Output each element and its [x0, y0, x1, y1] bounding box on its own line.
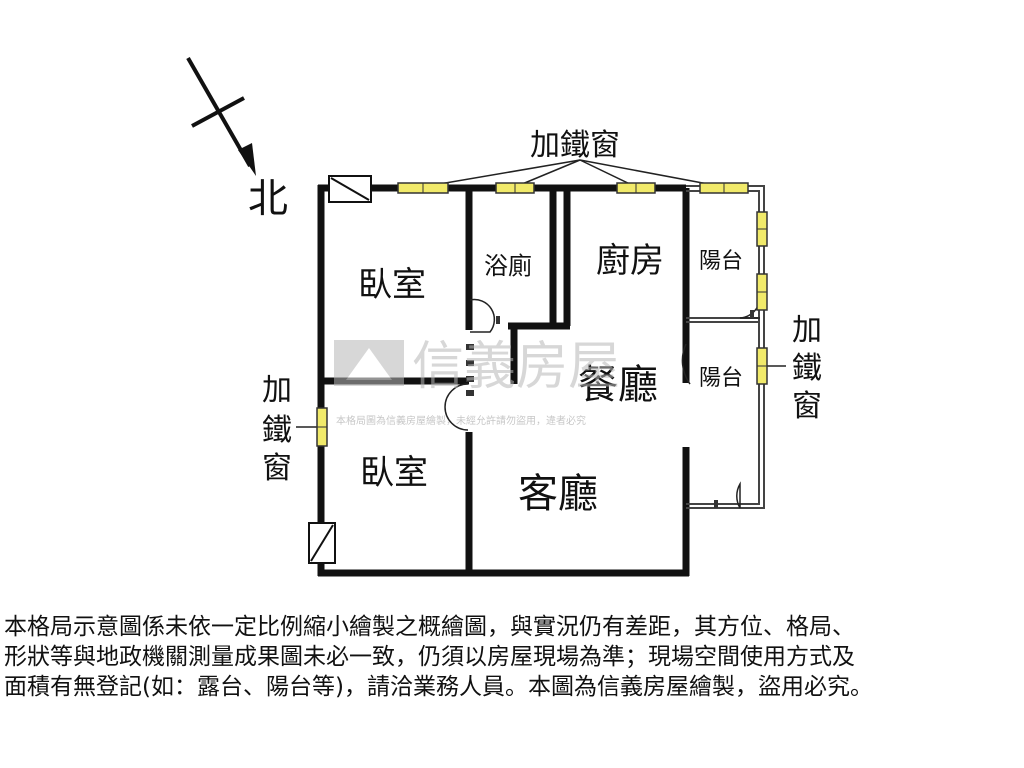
room-dining: 餐廳: [578, 362, 658, 408]
north-label: 北: [248, 176, 288, 222]
room-kitchen: 廚房: [596, 241, 664, 281]
watermark: 信義房屋 本格局圖為信義房屋繪製，未經允許請勿盜用，違者必究: [334, 337, 620, 427]
svg-text:窗: 窗: [792, 389, 822, 424]
watermark-logo-text: 信義房屋: [412, 337, 620, 397]
room-balcony-bottom: 陽台: [699, 366, 743, 391]
disclaimer-line-1: 本格局示意圖係未依一定比例縮小繪製之概繪圖，與實況仍有差距，其方位、格局、: [4, 614, 855, 640]
svg-text:窗: 窗: [262, 451, 292, 486]
door-swings: [444, 291, 762, 509]
north-arrow-icon: [186, 57, 256, 176]
ac-unit-icon: [308, 175, 372, 564]
balcony-walls: [686, 185, 765, 509]
disclaimer-line-3: 面積有無登記(如：露台、陽台等)，請洽業務人員。本圖為信義房屋繪製，盜用必究。: [4, 674, 873, 700]
door-hinges: [466, 310, 754, 508]
room-bedroom-bottom: 臥室: [360, 453, 428, 493]
room-bathroom: 浴廁: [484, 252, 532, 280]
floor-plan: 北 加鐵窗: [186, 57, 822, 577]
iron-window-left-label: 加 鐵 窗: [262, 373, 292, 486]
room-bedroom-top: 臥室: [358, 265, 426, 305]
iron-windows: [316, 182, 768, 447]
svg-text:加: 加: [262, 373, 292, 408]
svg-text:鐵: 鐵: [792, 351, 822, 386]
iron-window-right-label: 加 鐵 窗: [792, 313, 822, 424]
window-mullions: [317, 183, 767, 428]
iron-window-top-label: 加鐵窗: [530, 128, 620, 163]
svg-text:鐵: 鐵: [262, 413, 292, 448]
room-living: 客廳: [518, 471, 598, 517]
walls: [317, 184, 690, 577]
disclaimer-line-2: 形狀等與地政機關測量成果圖未必一致，仍須以房屋現場為準；現場空間使用方式及: [4, 644, 855, 670]
brand-logo-icon: [334, 340, 404, 386]
room-balcony-top: 陽台: [699, 249, 743, 274]
disclaimer: 本格局示意圖係未依一定比例縮小繪製之概繪圖，與實況仍有差距，其方位、格局、 形狀…: [4, 612, 1020, 702]
watermark-notice: 本格局圖為信義房屋繪製，未經允許請勿盜用，違者必究: [336, 414, 586, 427]
svg-text:加: 加: [792, 313, 822, 348]
